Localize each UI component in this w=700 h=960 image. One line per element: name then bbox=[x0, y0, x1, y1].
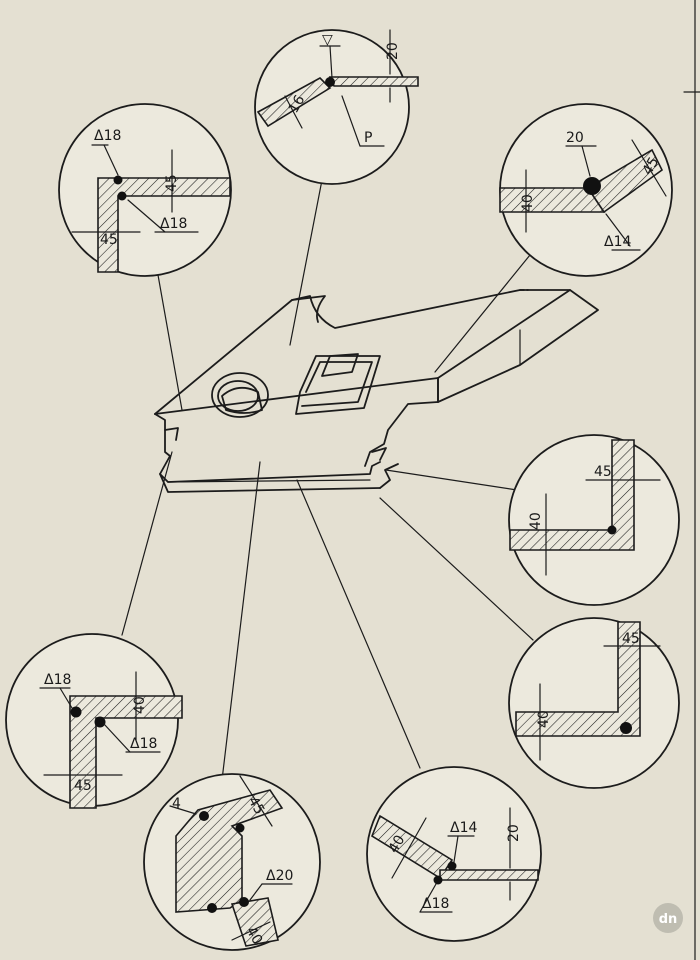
dim-label: 40 bbox=[132, 696, 148, 714]
weld-label: Δ18 bbox=[160, 216, 187, 232]
weld-symbol: ▽ bbox=[322, 32, 333, 48]
weld-label: 20 bbox=[566, 130, 584, 146]
dim-label: 45 bbox=[164, 174, 180, 192]
weld-label: 4 bbox=[172, 796, 181, 812]
dim-label: 20 bbox=[385, 42, 401, 60]
dim-label: 40 bbox=[536, 710, 552, 728]
detail-lower-right: 45 40 bbox=[508, 617, 680, 789]
detail-lower-left: Δ18 40 45 Δ18 bbox=[5, 633, 183, 809]
dim-label: 45 bbox=[594, 464, 612, 480]
dim-label: 45 bbox=[640, 155, 663, 178]
dim-label: 40 bbox=[528, 512, 544, 530]
watermark-text: dn bbox=[659, 912, 678, 927]
weld-label: Δ14 bbox=[604, 234, 631, 250]
dim-label: 40 bbox=[386, 833, 409, 856]
weld-label: Δ18 bbox=[44, 672, 71, 688]
dim-label: 40 bbox=[520, 194, 536, 212]
weld-label: Δ18 bbox=[130, 736, 157, 752]
detail-mid-right: 45 40 bbox=[508, 434, 680, 606]
weld-label: Δ18 bbox=[422, 896, 449, 912]
dim-label: 45 bbox=[100, 232, 118, 248]
watermark-badge: dn bbox=[653, 903, 683, 933]
detail-top-right: 20 40 45 Δ14 bbox=[499, 103, 673, 277]
detail-bottom-center: 4 45 Δ20 40 bbox=[143, 773, 321, 951]
dim-label: 45 bbox=[245, 794, 268, 817]
dim-label: 45 bbox=[74, 778, 92, 794]
weld-label: P bbox=[364, 130, 372, 146]
dim-label: 16 bbox=[286, 92, 309, 116]
isometric-part bbox=[154, 289, 599, 493]
weld-label: Δ20 bbox=[266, 868, 293, 884]
dim-label: 40 bbox=[243, 924, 266, 947]
weld-label: Δ18 bbox=[94, 128, 121, 144]
leader-lines bbox=[121, 179, 534, 781]
dim-label: 45 bbox=[622, 631, 640, 647]
detail-bottom-right: 40 Δ14 20 Δ18 bbox=[366, 766, 542, 942]
weld-label: Δ14 bbox=[450, 820, 477, 836]
detail-top-left: Δ18 45 45 Δ18 bbox=[58, 103, 232, 277]
detail-top-center: ▽ 20 16 P bbox=[254, 29, 419, 185]
dim-label: 20 bbox=[506, 824, 522, 842]
